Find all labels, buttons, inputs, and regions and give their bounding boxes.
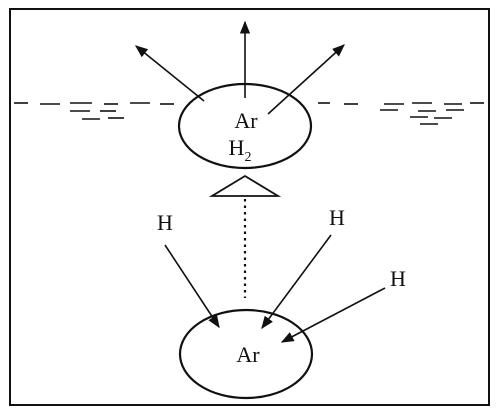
h2-subscript: 2 [244, 150, 251, 165]
rising-bubble-label-ar: Ar [236, 342, 260, 367]
hydrogen-label-right: H [390, 266, 406, 291]
hydrogen-arrow-left [164, 244, 220, 329]
escape-arrow-left [135, 45, 205, 102]
escape-arrow-right [267, 44, 345, 115]
hydrogen-arrow-middle [261, 234, 332, 330]
h2-base: H [229, 135, 245, 160]
liquid-surface-right [318, 102, 484, 125]
diagram-frame [9, 8, 490, 406]
liquid-surface-left [14, 102, 174, 120]
hydrogen-label-left: H [157, 210, 173, 235]
hydrogen-arrow-right [280, 287, 386, 343]
rising-bubble [178, 308, 314, 400]
hydrogen-label-middle: H [329, 205, 345, 230]
rise-triangle [208, 174, 282, 197]
surface-bubble-label-ar: Ar [234, 108, 258, 133]
surface-bubble-label-h2: H2 [229, 135, 252, 165]
